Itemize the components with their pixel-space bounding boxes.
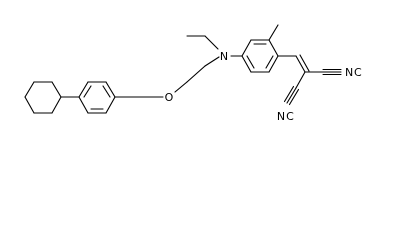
upper-nitrile-nitrogen-label: N [345,66,353,79]
oxygen-methylene-bond [174,81,188,93]
upper-nitrile-carbon-label: C [354,66,362,79]
oxygen-label: O [165,91,174,104]
lower-nitrile-arm [295,71,306,89]
methyl-bond [268,24,279,41]
phenoxy-benzene-ring [78,81,116,114]
lower-triple-bond [283,85,300,106]
cyclohexyl-ring [24,81,62,114]
methylene-nitrogen-bond [204,56,220,67]
ethylene-bond [186,65,206,83]
lower-nitrile-nitrogen-label: N [277,110,285,123]
aniline-benzene-ring [241,39,279,73]
upper-triple-bond [322,68,342,76]
nitrogen-label: N [220,50,228,63]
vinyl-double-bond [295,54,310,73]
lower-nitrile-carbon-label: C [286,110,294,123]
nitrogen-ethyl-bond [204,35,219,50]
chemical-structure: O N N C N C [24,24,362,123]
